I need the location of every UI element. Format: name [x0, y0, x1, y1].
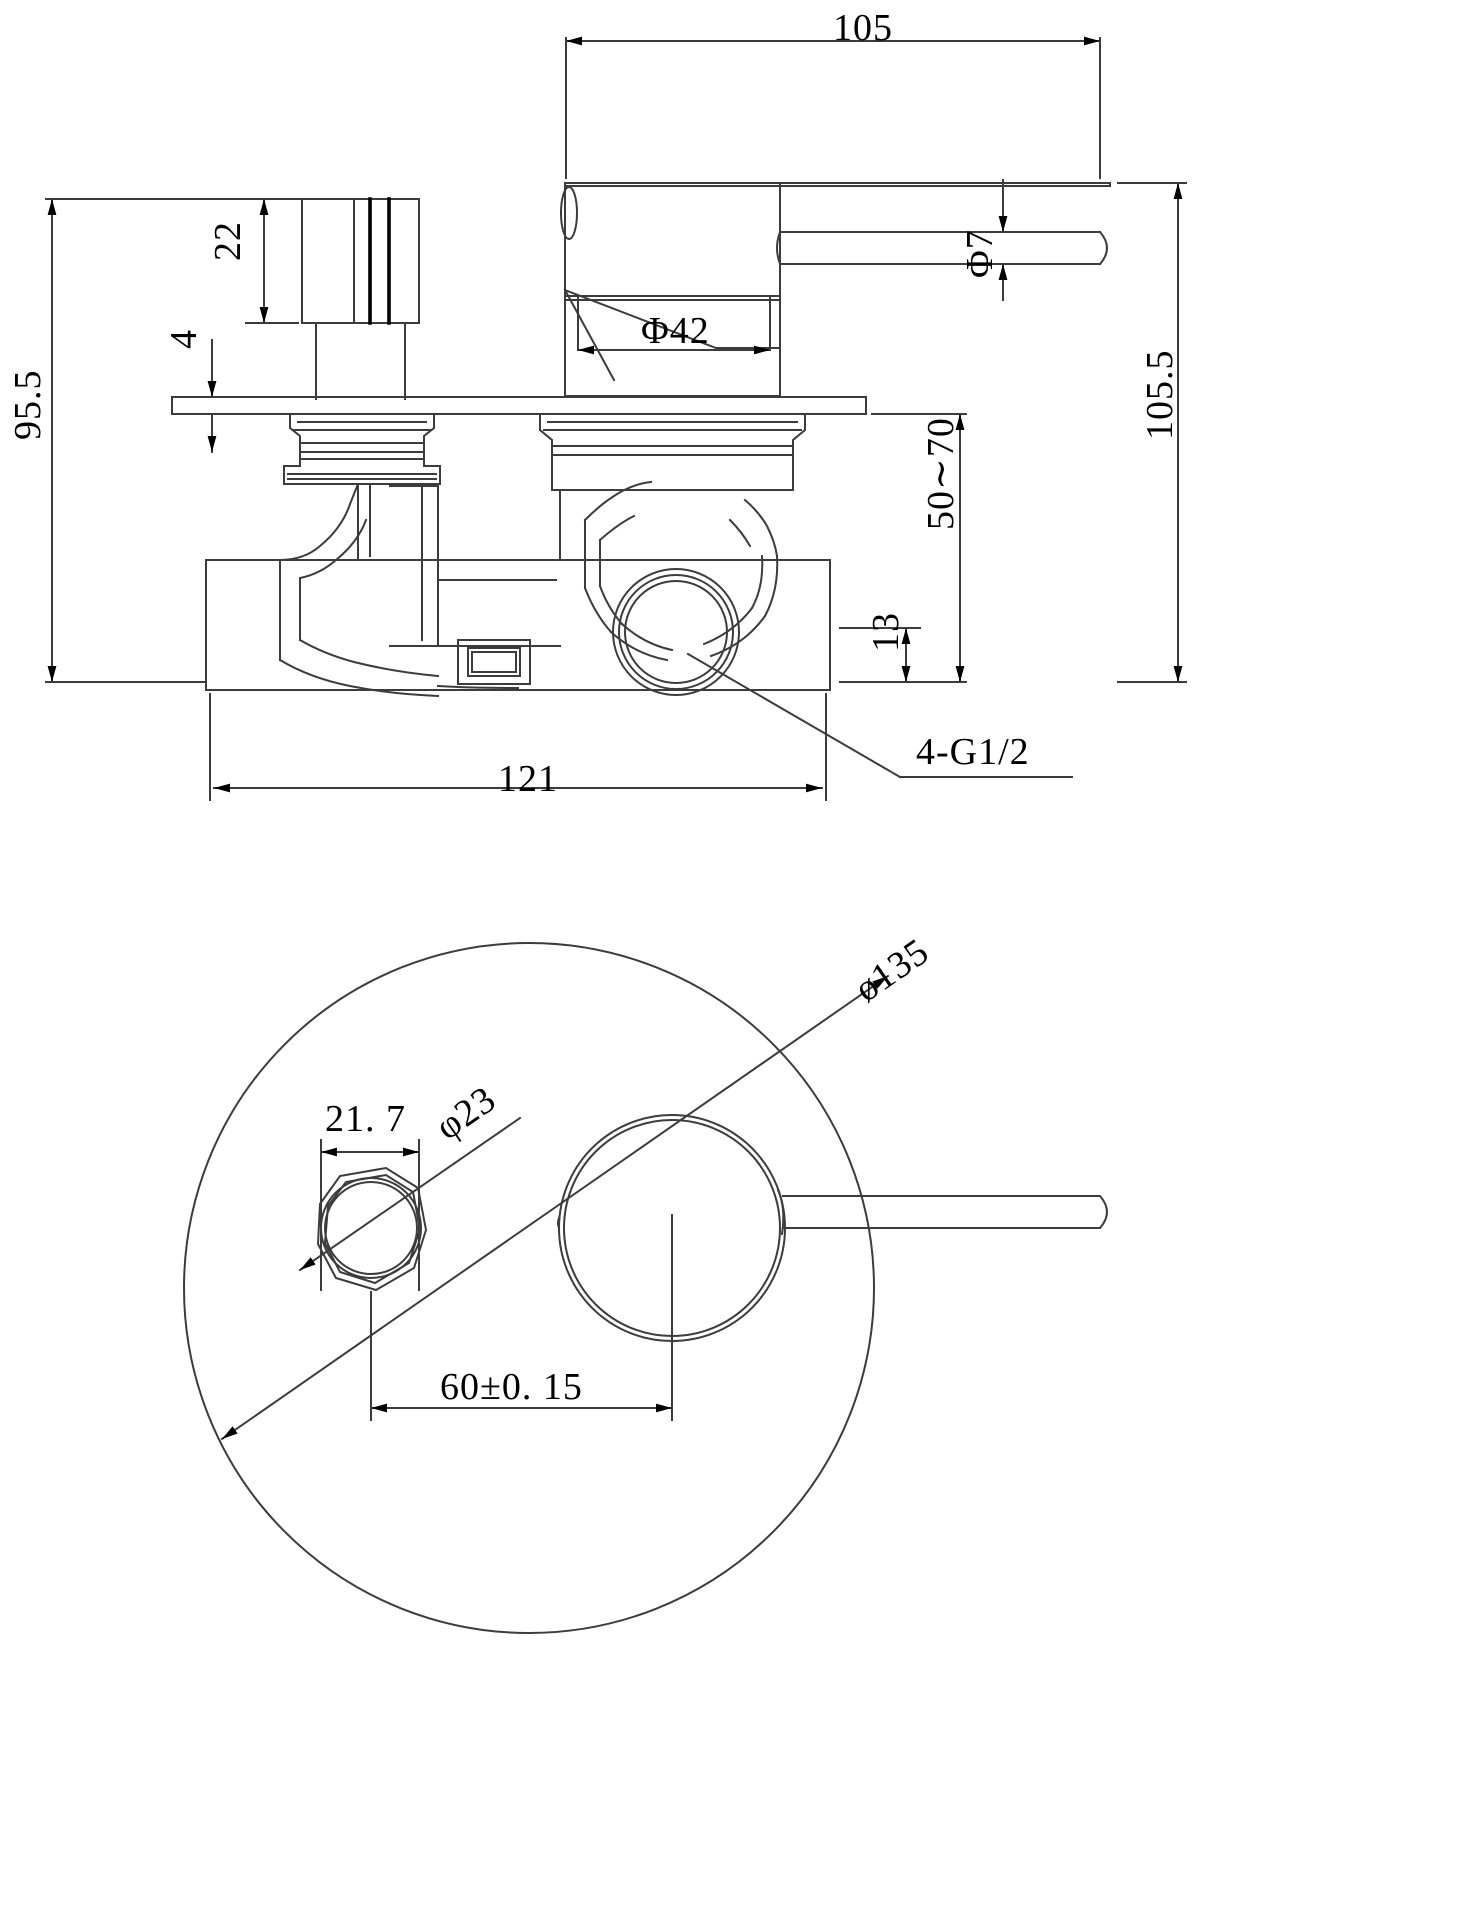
dim-13: [839, 627, 921, 683]
dim-label-121: 121: [498, 758, 558, 800]
dim-label-50-70: 50∼70: [920, 417, 962, 530]
dim-label-phi42: Φ42: [641, 310, 710, 352]
lever-handle-elevation: [776, 182, 1111, 266]
dim-22: [245, 198, 299, 324]
dim-60: [370, 1244, 673, 1421]
dim-label-22: 22: [207, 221, 249, 261]
dim-phi42: [577, 295, 771, 355]
leader-4-g1-2: [686, 652, 1073, 779]
dim-105: [565, 36, 1101, 179]
dim-label-60: 60±0. 15: [440, 1366, 583, 1408]
mixer-body-elevation: [560, 182, 781, 397]
dim-label-13: 13: [865, 612, 907, 652]
valve-body-elevation: [205, 480, 831, 698]
dim-21-7: [320, 1139, 420, 1291]
right-cartridge-elevation: [539, 413, 806, 491]
dim-label-4-g1-2: 4-G1/2: [916, 731, 1030, 773]
wall-plate-elevation: [171, 396, 867, 415]
dim-95-5: [45, 198, 301, 683]
left-cartridge-elevation: [283, 413, 441, 485]
escutcheon-circle-plan: [183, 942, 875, 1634]
diverter-knob-plan: [316, 1166, 428, 1292]
dim-121: [209, 693, 827, 801]
dim-label-105: 105: [833, 7, 893, 49]
dim-label-95-5: 95.5: [7, 370, 49, 441]
dim-4: [184, 339, 237, 453]
dim-label-phi7: Φ7: [959, 229, 1001, 278]
diverter-knob-elevation: [301, 197, 420, 400]
leader-phi23: [298, 1116, 522, 1272]
dim-label-105-5: 105.5: [1139, 350, 1181, 441]
dim-label-21-7: 21. 7: [325, 1098, 406, 1140]
dim-label-4: 4: [163, 329, 205, 349]
dim-105-5: [1117, 182, 1187, 683]
dim-phi135: [220, 974, 890, 1441]
dim-label-phi135: ø135: [847, 930, 937, 1010]
